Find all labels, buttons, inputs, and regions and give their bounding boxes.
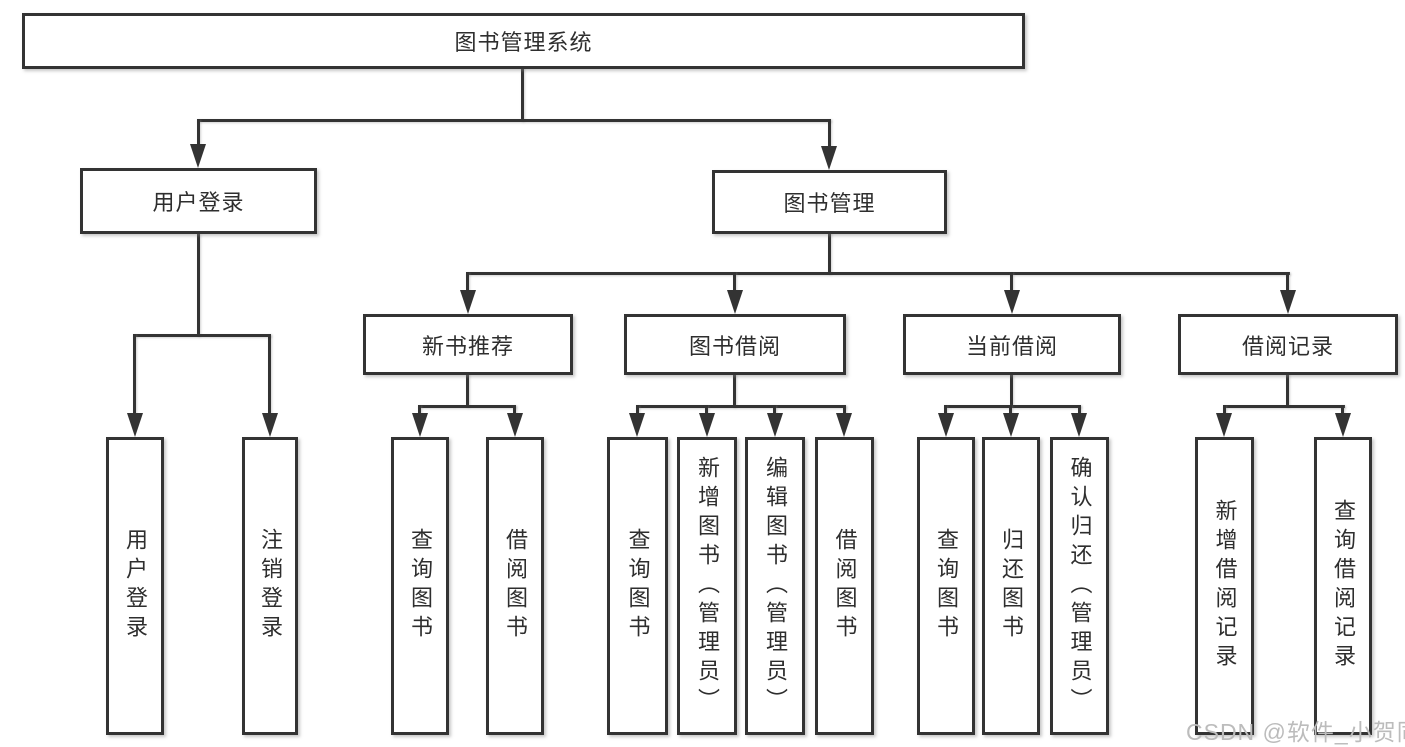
connector-book-management-trunk (828, 232, 831, 274)
node-current-borrow: 当前借阅 (903, 314, 1121, 375)
connector-stem-current-query-book (944, 405, 947, 419)
arrow-into-borrow-records (1280, 290, 1296, 314)
arrow-into-book-borrow (727, 290, 743, 314)
connector-stem-book-borrow (733, 272, 736, 292)
leaf-records-query-record: 查询借阅记录 (1314, 437, 1372, 735)
connector-stem-borrow-edit-book (773, 405, 776, 419)
node-new-book-recommend: 新书推荐 (363, 314, 573, 375)
arrow-into-book-management (821, 146, 837, 170)
connector-user-login-branch-bar (133, 334, 271, 337)
connector-stem-borrow-add-book (705, 405, 708, 419)
connector-stem-borrow-query-book (636, 405, 639, 419)
connector-borrow-records-trunk (1286, 373, 1289, 407)
arrow-into-current-borrow (1004, 290, 1020, 314)
connector-stem-current-borrow (1010, 272, 1013, 292)
arrow-into-current-confirm-return (1071, 413, 1087, 437)
connector-new-book-recommend-branch-bar (418, 405, 516, 408)
leaf-records-add-record: 新增借阅记录 (1195, 437, 1254, 735)
connector-new-book-recommend-trunk (466, 373, 469, 407)
node-library-management-system: 图书管理系统 (22, 13, 1025, 69)
node-user-login: 用户登录 (80, 168, 317, 234)
arrow-into-recommend-query-book (412, 413, 428, 437)
connector-book-borrow-trunk (733, 373, 736, 407)
node-book-management: 图书管理 (712, 170, 947, 234)
leaf-current-return-book: 归还图书 (982, 437, 1040, 735)
connector-stem-new-book-recommend (466, 272, 469, 292)
connector-stem-current-return-book (1009, 405, 1012, 419)
connector-root-branch-bar (197, 119, 831, 122)
connector-book-management-branch-bar (466, 272, 1290, 275)
arrow-into-leaf-user-login (127, 413, 143, 437)
connector-stem-user-login (197, 119, 200, 147)
leaf-logout: 注销登录 (242, 437, 298, 735)
arrow-into-recommend-borrow-book (507, 413, 523, 437)
arrow-into-user-login (190, 144, 206, 168)
leaf-recommend-query-book: 查询图书 (391, 437, 449, 735)
node-book-borrow: 图书借阅 (624, 314, 846, 375)
leaf-current-query-book: 查询图书 (917, 437, 975, 735)
leaf-borrow-edit-book-admin: 编辑图书（管理员） (745, 437, 805, 735)
arrow-into-borrow-query-book (629, 413, 645, 437)
leaf-borrow-borrow-book: 借阅图书 (815, 437, 874, 735)
connector-user-login-trunk (197, 233, 200, 336)
csdn-watermark: CSDN @软件_小贺同学 (1186, 719, 1405, 745)
arrow-into-records-query-record (1335, 413, 1351, 437)
leaf-recommend-borrow-book: 借阅图书 (486, 437, 544, 735)
leaf-borrow-query-book: 查询图书 (607, 437, 668, 735)
arrow-into-current-query-book (938, 413, 954, 437)
connector-stem-leaf-user-login (133, 334, 136, 416)
connector-root-trunk (521, 67, 524, 121)
connector-stem-leaf-logout (268, 334, 271, 416)
leaf-current-confirm-return-admin: 确认归还（管理员） (1050, 437, 1109, 735)
connector-stem-records-query-record (1341, 405, 1344, 419)
arrow-into-current-return-book (1003, 413, 1019, 437)
arrow-into-borrow-add-book (699, 413, 715, 437)
connector-current-borrow-trunk (1010, 373, 1013, 407)
leaf-borrow-add-book-admin: 新增图书（管理员） (677, 437, 737, 735)
leaf-user-login: 用户登录 (106, 437, 164, 735)
arrow-into-records-add-record (1216, 413, 1232, 437)
connector-borrow-records-branch-bar (1223, 405, 1345, 408)
connector-stem-recommend-query-book (418, 405, 421, 419)
connector-stem-borrow-records (1286, 272, 1289, 292)
node-borrow-records: 借阅记录 (1178, 314, 1398, 375)
arrow-into-leaf-logout (262, 413, 278, 437)
arrow-into-new-book-recommend (460, 290, 476, 314)
arrow-into-borrow-edit-book (767, 413, 783, 437)
connector-stem-current-confirm-return (1078, 405, 1081, 419)
connector-stem-book-management (828, 119, 831, 149)
connector-stem-recommend-borrow-book (513, 405, 516, 419)
connector-stem-borrow-borrow-book (843, 405, 846, 419)
connector-stem-records-add-record (1223, 405, 1226, 419)
connector-book-borrow-branch-bar (636, 405, 846, 408)
connector-current-borrow-branch-bar (944, 405, 1081, 408)
arrow-into-borrow-borrow-book (836, 413, 852, 437)
